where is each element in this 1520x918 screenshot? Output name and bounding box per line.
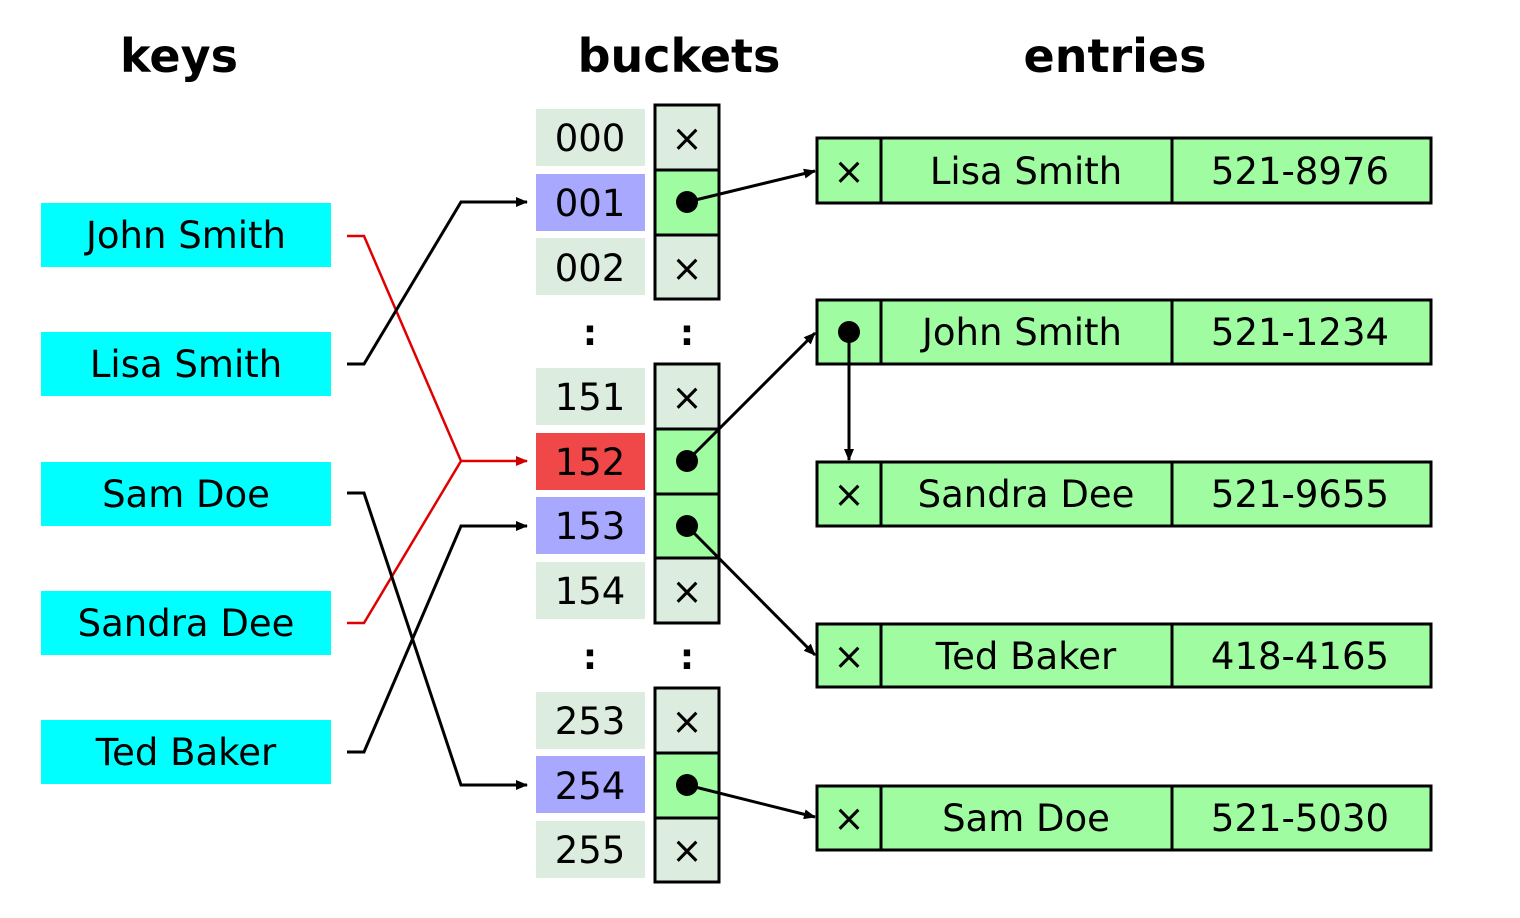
hash-line-lisa-smith <box>347 197 528 366</box>
bucket-151: 151 × <box>536 362 721 431</box>
hash-line-john-smith <box>347 234 528 466</box>
ellipsis-index: : <box>583 637 597 678</box>
entry-phone: 521-9655 <box>1211 473 1389 516</box>
buckets-header: buckets <box>578 29 781 83</box>
key-sandra-dee: Sandra Dee <box>41 591 331 655</box>
bucket-index: 002 <box>555 247 626 290</box>
entry-name: Ted Baker <box>935 635 1117 678</box>
empty-slot-icon: × <box>671 700 702 743</box>
entry-john-smith: John Smith 521-1234 <box>815 298 1433 366</box>
key-label: Sandra Dee <box>78 602 295 645</box>
bucket-index: 255 <box>555 829 626 872</box>
bucket-253: 253 × <box>536 686 721 755</box>
null-pointer-icon: × <box>833 797 864 840</box>
entry-phone: 521-5030 <box>1211 797 1389 840</box>
null-pointer-icon: × <box>833 473 864 516</box>
empty-slot-icon: × <box>671 829 702 872</box>
hash-line-sam-doe <box>347 491 528 790</box>
bucket-index: 154 <box>555 570 626 613</box>
entry-name: John Smith <box>920 311 1122 354</box>
null-pointer-icon: × <box>833 150 864 193</box>
entry-name: Lisa Smith <box>930 150 1122 193</box>
entry-lisa-smith: × Lisa Smith 521-8976 <box>815 136 1433 205</box>
entry-name: Sandra Dee <box>918 473 1135 516</box>
bucket-index: 151 <box>555 376 626 419</box>
bucket-index: 001 <box>555 182 626 225</box>
empty-slot-icon: × <box>671 570 702 613</box>
ellipsis-slot: : <box>680 637 694 678</box>
pointer-152-to-john <box>685 331 817 463</box>
empty-slot-icon: × <box>671 117 702 160</box>
bucket-152: 152 <box>536 427 721 496</box>
entry-phone: 521-8976 <box>1211 150 1389 193</box>
key-sam-doe: Sam Doe <box>41 462 331 526</box>
pointer-254-to-sam <box>686 783 816 820</box>
null-pointer-icon: × <box>833 635 864 678</box>
entries-header: entries <box>1024 29 1207 83</box>
entry-sandra-dee: × Sandra Dee 521-9655 <box>815 460 1433 528</box>
bucket-001: 001 <box>536 168 721 237</box>
bucket-index: 254 <box>555 765 626 808</box>
bucket-154: 154 × <box>536 556 721 625</box>
bucket-153: 153 <box>536 492 721 560</box>
bucket-index: 253 <box>555 700 626 743</box>
key-john-smith: John Smith <box>41 203 331 267</box>
key-label: Sam Doe <box>102 473 270 516</box>
key-label: Lisa Smith <box>90 343 282 386</box>
keys-header: keys <box>120 29 238 83</box>
bucket-254: 254 <box>536 751 721 820</box>
hash-line-ted-baker <box>347 521 528 754</box>
key-lisa-smith: Lisa Smith <box>41 332 331 396</box>
empty-slot-icon: × <box>671 376 702 419</box>
entry-phone: 418-4165 <box>1211 635 1389 678</box>
bucket-index: 152 <box>555 441 626 484</box>
empty-slot-icon: × <box>671 247 702 290</box>
ellipsis-slot: : <box>680 313 694 354</box>
entry-name: Sam Doe <box>942 797 1110 840</box>
pointer-153-to-ted <box>685 524 817 657</box>
pointer-001-to-lisa <box>686 168 816 204</box>
hash-line-sandra-dee <box>347 460 463 625</box>
entry-phone: 521-1234 <box>1211 311 1389 354</box>
entry-ted-baker: × Ted Baker 418-4165 <box>815 622 1433 689</box>
bucket-index: 153 <box>555 505 626 548</box>
bucket-255: 255 × <box>536 816 721 884</box>
entry-sam-doe: × Sam Doe 521-5030 <box>815 784 1433 852</box>
bucket-002: 002 × <box>536 233 721 301</box>
bucket-000: 000 × <box>536 103 721 172</box>
key-ted-baker: Ted Baker <box>41 720 331 784</box>
ellipsis-index: : <box>583 313 597 354</box>
key-label: Ted Baker <box>95 731 277 774</box>
bucket-index: 000 <box>555 117 626 160</box>
key-label: John Smith <box>84 214 286 257</box>
